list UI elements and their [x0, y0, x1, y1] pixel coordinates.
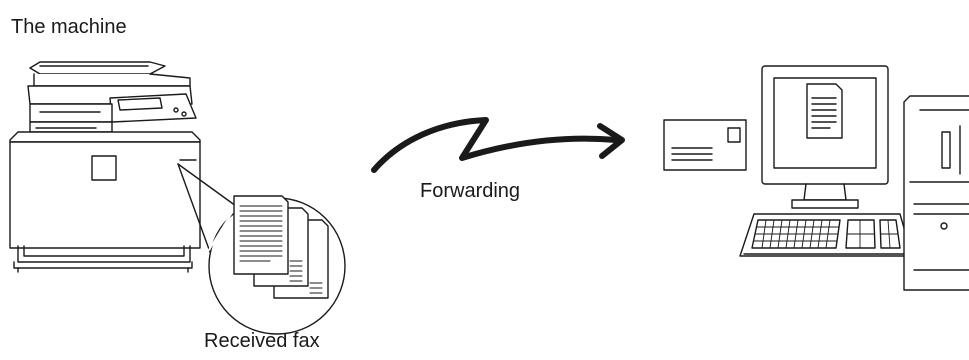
envelope-icon: [663, 119, 747, 171]
desktop-computer-icon: [739, 65, 969, 291]
received-fax-label: Received fax: [204, 330, 320, 352]
forwarding-label: Forwarding: [420, 180, 521, 202]
fax-documents-icon: [177, 163, 346, 335]
machine-label: The machine: [11, 16, 127, 38]
forward-arrow-icon: [371, 117, 625, 173]
mfp-printer-icon: [9, 61, 201, 273]
